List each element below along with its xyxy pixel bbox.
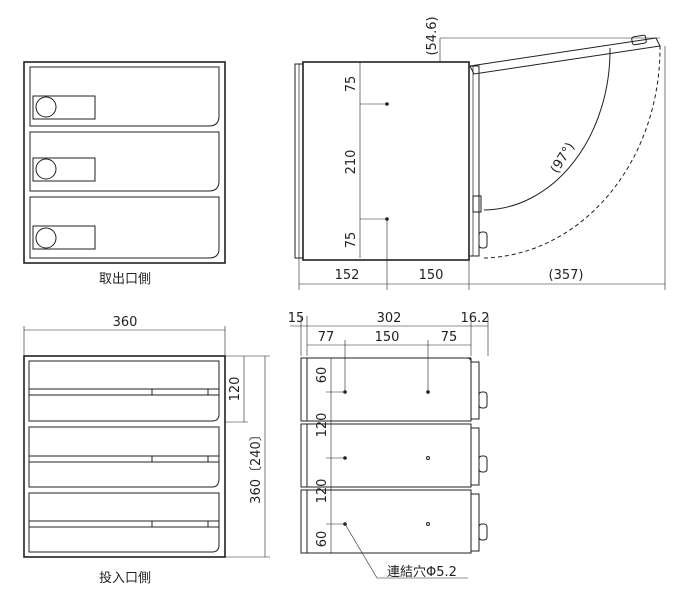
dim-75-top: 75	[344, 76, 359, 93]
dim-360-height: 360〔240〕	[249, 428, 264, 504]
dim-210: 210	[344, 150, 359, 175]
swing-arc	[483, 47, 611, 211]
dim-60-top: 60	[315, 367, 330, 384]
mail-slot	[151, 455, 209, 463]
lock-icon	[35, 227, 57, 249]
mail-slot	[151, 520, 209, 528]
rear-door-1	[29, 66, 220, 127]
dim-120-b: 120	[315, 479, 330, 504]
side-view: 75 210 75 (54.6) (97°) 152 150 (357)	[294, 16, 666, 290]
mail-slot	[151, 388, 209, 396]
hole-mark	[426, 390, 430, 394]
side-hinge	[472, 195, 482, 213]
back-lock-knob	[478, 455, 488, 473]
back-lock-knob	[478, 391, 488, 409]
lock-icon	[35, 158, 57, 180]
dim-15: 15	[288, 311, 305, 326]
lock-icon	[35, 96, 57, 118]
dim-16-2: 16.2	[461, 311, 490, 326]
hole-mark	[426, 456, 430, 460]
back-unit-1	[306, 357, 472, 422]
dim-360-width: 360	[113, 315, 138, 330]
hole-label: 連結穴Φ5.2	[387, 565, 457, 580]
dim-120: 120	[228, 377, 243, 402]
rear-door-3	[29, 196, 220, 259]
dim-75-bottom: 75	[344, 232, 359, 249]
dim-angle: (97°)	[548, 140, 578, 176]
dim-302: 302	[377, 311, 402, 326]
front-door-2	[28, 426, 220, 488]
rear-view: 取出口側	[23, 61, 226, 287]
side-body	[302, 61, 470, 261]
front-view: 360 120 360〔240〕 投入口側	[23, 315, 270, 586]
front-door-3	[28, 492, 220, 553]
side-door-edge	[468, 65, 480, 257]
rear-view-caption: 取出口側	[99, 272, 151, 287]
back-view: 15 302 16.2 77 150 75 60	[288, 311, 490, 580]
dim-60-bottom: 60	[315, 531, 330, 548]
rear-handle-2	[32, 157, 96, 182]
hole-mark	[426, 522, 430, 526]
front-view-frame	[23, 355, 226, 558]
back-lock-knob	[478, 523, 488, 541]
dim-75-back: 75	[441, 330, 458, 345]
dim-77: 77	[318, 330, 335, 345]
dim-120-a: 120	[315, 413, 330, 438]
side-lock-knob	[478, 231, 488, 249]
open-lid	[469, 37, 661, 75]
front-view-caption: 投入口側	[99, 570, 151, 586]
dim-152: 152	[335, 268, 360, 283]
rear-view-frame	[23, 61, 226, 264]
back-unit-3	[306, 489, 472, 554]
dim-150-back: 150	[375, 330, 400, 345]
rear-handle-3	[32, 225, 96, 250]
lid-tab	[631, 34, 647, 46]
dim-357: (357)	[549, 268, 584, 283]
rear-handle-1	[32, 95, 96, 120]
rear-door-2	[29, 131, 220, 192]
front-door-1	[28, 360, 220, 422]
dim-150: 150	[419, 268, 444, 283]
back-unit-2	[306, 423, 472, 488]
dim-54-6: (54.6)	[425, 16, 440, 55]
